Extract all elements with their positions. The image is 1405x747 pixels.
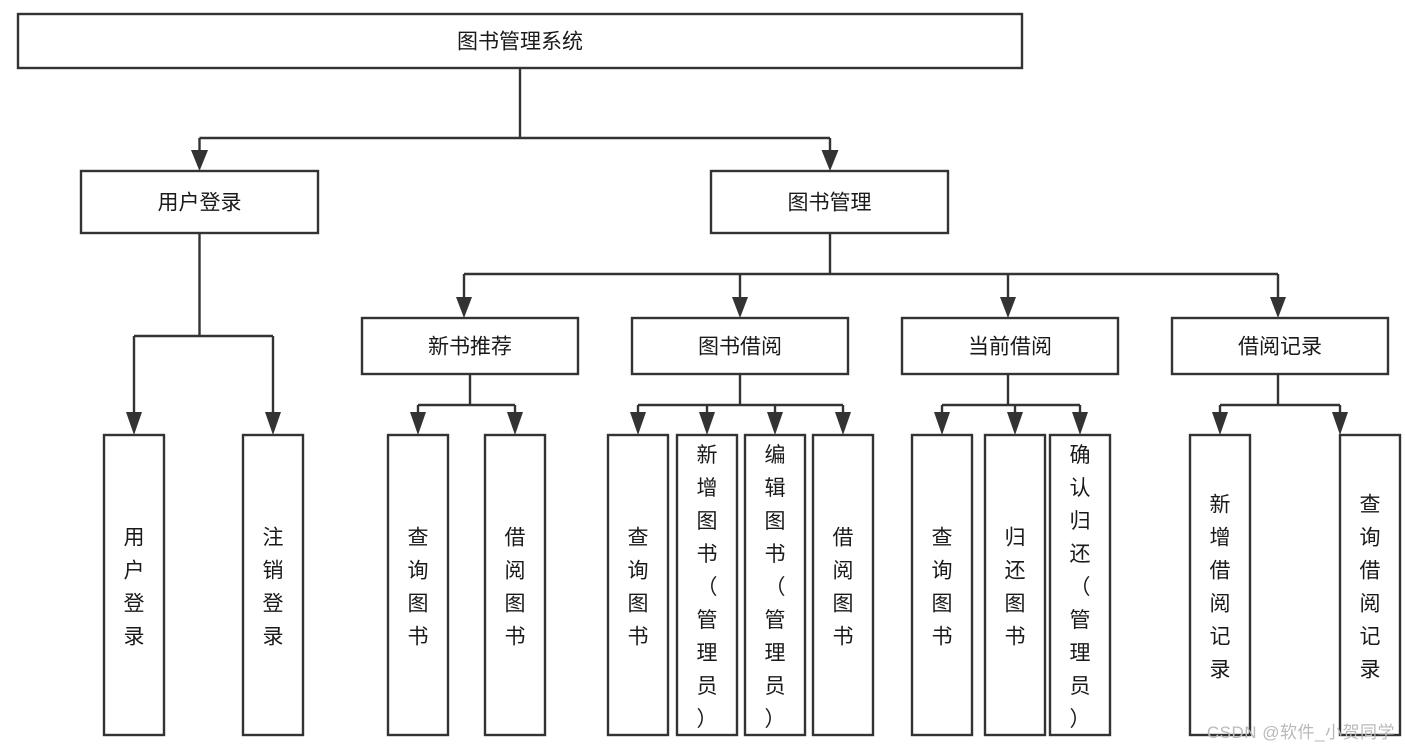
node-leaf-edit-book[interactable]: 编辑图书（管理员） bbox=[743, 433, 807, 737]
leaf-borrow-book-rec-label: 借阅图书 bbox=[505, 527, 526, 649]
leaf-user-logout-box bbox=[241, 433, 305, 737]
user-login-label: 用户登录 bbox=[158, 192, 242, 215]
arrowhead-leaf-edit-book bbox=[767, 412, 783, 435]
current-borrow-box bbox=[900, 316, 1120, 376]
book-borrow-label: 图书借阅 bbox=[698, 336, 782, 359]
leaf-edit-book-label: 编辑图书（管理员） bbox=[765, 444, 786, 731]
arrowhead-leaf-return-book bbox=[1007, 412, 1023, 435]
node-user-login[interactable]: 用户登录 bbox=[79, 169, 320, 235]
arrowhead-new-book-recommend bbox=[456, 297, 472, 318]
root-box bbox=[16, 12, 1024, 70]
leaf-query-borrow-record-label: 查询借阅记录 bbox=[1360, 494, 1381, 682]
arrowhead-user-login bbox=[191, 150, 208, 171]
arrowhead-leaf-borrow-book-rec bbox=[507, 412, 523, 435]
book-management-label: 图书管理 bbox=[788, 192, 872, 215]
arrowhead-leaf-borrow-book bbox=[835, 412, 851, 435]
arrowhead-leaf-add-book bbox=[699, 412, 715, 435]
node-leaf-add-borrow-record[interactable]: 新增借阅记录 bbox=[1188, 433, 1252, 737]
arrowhead-book-management bbox=[821, 150, 839, 171]
node-current-borrow[interactable]: 当前借阅 bbox=[900, 316, 1120, 376]
arrowhead-leaf-query-book-borrow bbox=[630, 412, 646, 435]
new-book-recommend-box bbox=[360, 316, 580, 376]
leaf-query-borrow-record-box bbox=[1338, 433, 1402, 737]
current-borrow-label: 当前借阅 bbox=[968, 336, 1052, 359]
leaf-add-borrow-record-label: 新增借阅记录 bbox=[1210, 494, 1231, 682]
node-borrow-record[interactable]: 借阅记录 bbox=[1170, 316, 1390, 376]
leaf-user-login-box bbox=[102, 433, 166, 737]
leaf-confirm-return-box bbox=[1048, 433, 1112, 737]
arrowhead-leaf-query-book-current bbox=[934, 412, 950, 435]
borrow-record-box bbox=[1170, 316, 1390, 376]
arrowhead-leaf-confirm-return bbox=[1072, 412, 1088, 435]
leaf-confirm-return-label: 确认归还（管理员） bbox=[1070, 444, 1091, 731]
leaf-borrow-book-label: 借阅图书 bbox=[833, 527, 854, 649]
leaf-add-book-box bbox=[675, 433, 739, 737]
arrowhead-borrow-record bbox=[1270, 297, 1286, 318]
arrowhead-book-borrow bbox=[732, 297, 748, 318]
root-label: 图书管理系统 bbox=[457, 31, 583, 54]
leaf-query-book-borrow-label: 查询图书 bbox=[628, 527, 649, 649]
arrowhead-leaf-user-logout bbox=[265, 412, 281, 435]
node-book-management[interactable]: 图书管理 bbox=[709, 169, 950, 235]
arrowhead-current-borrow bbox=[1000, 297, 1016, 318]
connector-layer bbox=[126, 68, 1348, 435]
arrowhead-leaf-add-borrow-record bbox=[1212, 412, 1228, 435]
leaf-query-book-borrow-box bbox=[606, 433, 670, 737]
leaf-edit-book-box bbox=[743, 433, 807, 737]
leaf-user-login-label: 用户登录 bbox=[124, 527, 145, 649]
leaf-query-book-rec-box bbox=[386, 433, 450, 737]
leaf-borrow-book-box bbox=[811, 433, 875, 737]
leaf-add-borrow-record-box bbox=[1188, 433, 1252, 737]
leaf-return-book-label: 归还图书 bbox=[1005, 527, 1026, 649]
leaf-nodes-layer: 用户登录 注销登录 查询图书 借阅图书 查询图书 新增图书（管理员） 编辑图书（… bbox=[102, 433, 1402, 737]
node-leaf-query-book-borrow[interactable]: 查询图书 bbox=[606, 433, 670, 737]
node-leaf-add-book[interactable]: 新增图书（管理员） bbox=[675, 433, 739, 737]
node-book-borrow[interactable]: 图书借阅 bbox=[630, 316, 850, 376]
node-leaf-confirm-return[interactable]: 确认归还（管理员） bbox=[1048, 433, 1112, 737]
leaf-query-book-rec-label: 查询图书 bbox=[408, 527, 429, 649]
node-new-book-recommend[interactable]: 新书推荐 bbox=[360, 316, 580, 376]
node-leaf-query-book-rec[interactable]: 查询图书 bbox=[386, 433, 450, 737]
leaf-query-book-current-label: 查询图书 bbox=[932, 527, 953, 649]
leaf-return-book-box bbox=[983, 433, 1047, 737]
leaf-borrow-book-rec-box bbox=[483, 433, 547, 737]
book-management-box bbox=[709, 169, 950, 235]
node-root[interactable]: 图书管理系统 bbox=[16, 12, 1024, 70]
leaf-query-book-current-box bbox=[910, 433, 974, 737]
node-leaf-user-logout[interactable]: 注销登录 bbox=[241, 433, 305, 737]
user-login-box bbox=[79, 169, 320, 235]
borrow-record-label: 借阅记录 bbox=[1238, 336, 1322, 359]
book-borrow-box bbox=[630, 316, 850, 376]
node-leaf-borrow-book[interactable]: 借阅图书 bbox=[811, 433, 875, 737]
node-leaf-borrow-book-rec[interactable]: 借阅图书 bbox=[483, 433, 547, 737]
node-leaf-query-borrow-record[interactable]: 查询借阅记录 bbox=[1338, 433, 1402, 737]
leaf-add-book-label: 新增图书（管理员） bbox=[697, 444, 718, 731]
arrowhead-leaf-query-borrow-record bbox=[1332, 412, 1348, 435]
arrowhead-leaf-user-login bbox=[126, 412, 142, 435]
node-leaf-return-book[interactable]: 归还图书 bbox=[983, 433, 1047, 737]
node-leaf-user-login[interactable]: 用户登录 bbox=[102, 433, 166, 737]
arrowhead-leaf-query-book-rec bbox=[410, 412, 426, 435]
new-book-recommend-label: 新书推荐 bbox=[428, 336, 512, 359]
leaf-user-logout-label: 注销登录 bbox=[263, 527, 284, 649]
node-leaf-query-book-current[interactable]: 查询图书 bbox=[910, 433, 974, 737]
